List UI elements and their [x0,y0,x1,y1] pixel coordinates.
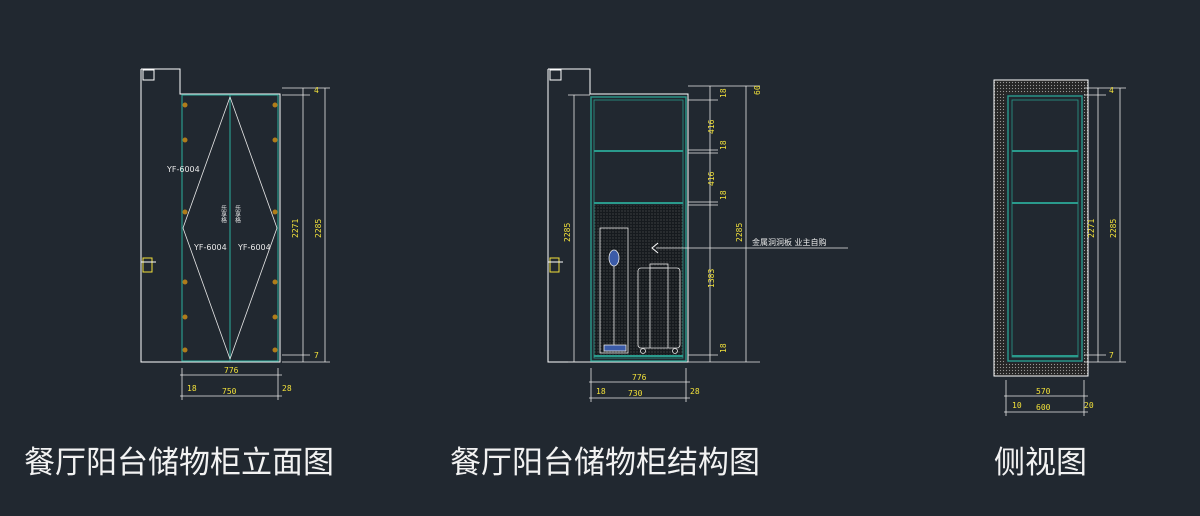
suitcase [637,263,681,354]
dim-shelf-1: 416 [707,119,716,134]
vacuum-cleaner [599,227,629,354]
wall-notch [142,69,155,81]
pegboard [594,205,684,358]
dim-width: 776 [224,366,239,375]
dim-mid: 2271 [291,219,300,238]
door-open-left [182,96,231,360]
side-dim-mid: 2271 [1087,219,1096,238]
vertical-note-right: 乐享格 [234,205,241,224]
side-dim-total-width: 600 [1036,403,1051,412]
cabinet-frame-2 [590,96,687,362]
dim-bottom: 7 [314,351,319,360]
dim-width-inner-2: 730 [628,389,643,398]
side-dim-top: 4 [1109,86,1114,95]
side-dim-bottom: 7 [1109,351,1114,360]
dim-top-a: 18 [719,88,728,98]
side-dim-left: 10 [1012,401,1022,410]
structure-dim-lines [568,85,760,402]
wall-outline [140,68,281,363]
side-dim-right: 20 [1084,401,1094,410]
side-view: 4 7 2271 2285 570 600 10 20 [993,79,1126,416]
door-label-center: YF-6004 [193,243,227,252]
dim-lower: 1383 [707,269,716,288]
elevation-view: YF-6004 YF-6004 YF-6004 乐享格 乐享格 4 7 2271… [140,68,330,400]
dim-top: 4 [314,86,319,95]
dim-left-edge: 18 [187,384,197,393]
dim-total: 2285 [314,219,323,238]
door-label-right: YF-6004 [237,243,271,252]
dim-right-total: 2285 [735,223,744,242]
elevation-dim-lines [180,87,330,400]
dim-top-b: 60 [753,85,762,95]
dim-base: 18 [719,343,728,353]
side-cabinet-frame [1007,95,1083,362]
dim-width-inner: 750 [222,387,237,396]
side-dim-total: 2285 [1109,219,1118,238]
dim-width-2: 776 [632,373,647,382]
door-open-right [229,96,278,360]
switch-box [142,257,153,273]
dim-right-edge-2: 28 [690,387,700,396]
vertical-note-left: 乐享格 [220,205,227,224]
dim-right-edge: 28 [282,384,292,393]
dim-board-2: 18 [719,190,728,200]
side-dim-width: 570 [1036,387,1051,396]
pegboard-note: 金属洞洞板 业主自购 [752,237,827,247]
structure-view: 金属洞洞板 业主自购 2285 2285 18 60 416 18 416 [547,68,848,402]
door-label-left: YF-6004 [166,165,200,174]
side-dim-lines [1004,87,1126,416]
dim-left-total: 2285 [563,223,572,242]
title-side: 侧视图 [994,445,1087,481]
hinges [182,102,278,353]
dim-left-edge-2: 18 [596,387,606,396]
wall-outline-2 [547,68,689,363]
dim-board-1: 18 [719,140,728,150]
title-elevation: 餐厅阳台储物柜立面图 [24,445,334,481]
title-structure: 餐厅阳台储物柜结构图 [450,445,760,481]
dim-shelf-2: 416 [707,171,716,186]
